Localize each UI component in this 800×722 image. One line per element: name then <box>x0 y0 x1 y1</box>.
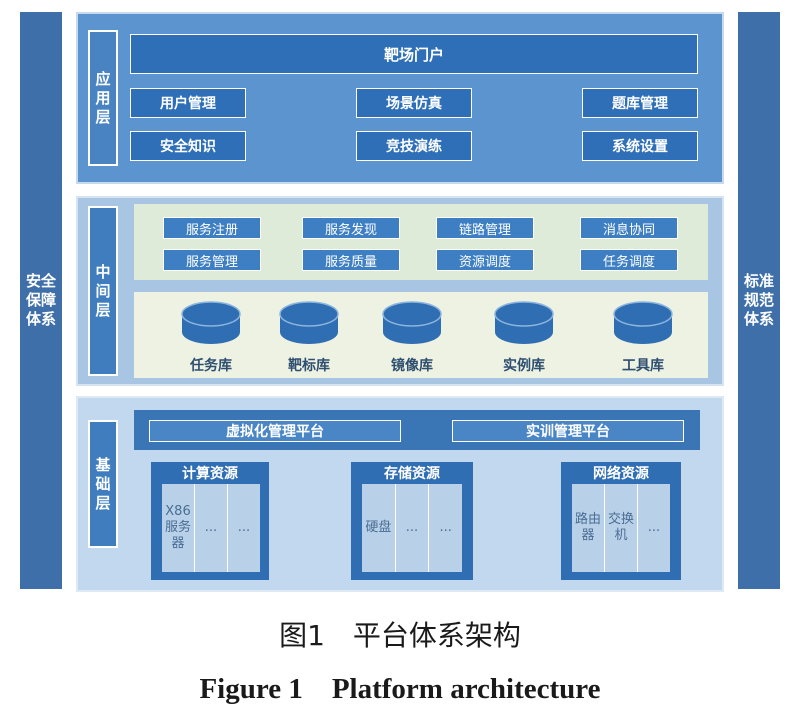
resource-title-text: 存储资源 <box>384 466 440 482</box>
app-module-text: 场景仿真 <box>386 96 442 112</box>
app-module-text: 安全知识 <box>160 139 216 155</box>
database-label-images: 镜像库 <box>372 355 452 375</box>
service-text: 资源调度 <box>458 254 511 270</box>
resource-cell: 路由器 <box>572 484 605 572</box>
middle-layer-label: 中间层 <box>88 206 118 376</box>
figure-caption-english-text: Figure 1 Platform architecture <box>199 673 601 705</box>
service-text: 消息协同 <box>602 222 655 238</box>
resource-cell-text: ... <box>204 520 218 535</box>
resource-cell-text: ... <box>439 520 452 535</box>
resource-scheduling: 资源调度 <box>436 249 534 271</box>
platform-text: 虚拟化管理平台 <box>226 424 324 440</box>
resource-cell: 交换机 <box>605 484 638 572</box>
middle-layer-label-text: 中间层 <box>95 262 111 319</box>
platform-text: 实训管理平台 <box>526 424 610 440</box>
app-module-user-management: 用户管理 <box>130 88 246 118</box>
database-label-text: 工具库 <box>622 358 664 374</box>
resource-cell: 硬盘 <box>362 484 396 572</box>
database-label-text: 靶标库 <box>288 358 330 374</box>
database-cylinder-targets <box>279 301 339 344</box>
app-module-security-knowledge: 安全知识 <box>130 131 246 161</box>
resource-cell: ... <box>638 484 670 572</box>
service-text: 服务发现 <box>324 222 377 238</box>
database-label-targets: 靶标库 <box>269 355 349 375</box>
resource-cell-text: 交换机 <box>607 512 634 543</box>
app-module-scene-simulation: 场景仿真 <box>356 88 472 118</box>
database-label-text: 镜像库 <box>391 358 433 374</box>
resource-title-text: 计算资源 <box>182 466 238 482</box>
message-collaboration: 消息协同 <box>580 217 678 239</box>
service-discovery: 服务发现 <box>302 217 400 239</box>
storage-resources-title: 存储资源 <box>351 463 473 483</box>
application-layer-label-text: 应用层 <box>95 69 111 126</box>
range-portal-text: 靶场门户 <box>383 45 444 64</box>
database-label-instances: 实例库 <box>484 355 564 375</box>
resource-cell: ... <box>395 484 430 572</box>
task-scheduling: 任务调度 <box>580 249 678 271</box>
application-layer-label: 应用层 <box>88 30 118 166</box>
database-label-tools: 工具库 <box>603 355 683 375</box>
base-layer-label-text: 基础层 <box>95 455 111 512</box>
resource-cell: ... <box>429 484 463 572</box>
resource-cell-text: ... <box>405 520 419 535</box>
resource-cell-text: ... <box>237 520 251 535</box>
resource-cell-text: ... <box>647 520 661 535</box>
database-cylinder-images <box>382 301 442 344</box>
service-text: 任务调度 <box>602 254 655 270</box>
service-management: 服务管理 <box>163 249 261 271</box>
app-module-question-bank: 题库管理 <box>582 88 698 118</box>
resource-cell: ... <box>228 484 260 572</box>
app-module-text: 竞技演练 <box>386 139 442 155</box>
resource-cell-text: X86服务器 <box>164 504 191 551</box>
database-cylinder-tools <box>613 301 673 344</box>
resource-cell-text: 路由器 <box>574 512 601 543</box>
standards-system-pillar: 标准规范体系 <box>738 12 780 589</box>
service-text: 服务质量 <box>324 254 377 270</box>
app-module-text: 用户管理 <box>160 96 216 112</box>
service-text: 链路管理 <box>458 222 511 238</box>
app-module-competition-drill: 竞技演练 <box>356 131 472 161</box>
virtualization-platform: 虚拟化管理平台 <box>149 420 401 442</box>
resource-cell: ... <box>195 484 228 572</box>
resource-cell: X86服务器 <box>162 484 195 572</box>
database-label-text: 实例库 <box>503 358 545 374</box>
app-module-text: 题库管理 <box>612 96 668 112</box>
database-label-tasks: 任务库 <box>171 355 251 375</box>
figure-caption-chinese-text: 图1 平台体系架构 <box>279 619 521 652</box>
resource-cell-text: 硬盘 <box>365 520 392 535</box>
standards-system-label: 标准规范体系 <box>743 272 774 328</box>
database-cylinder-instances <box>494 301 554 344</box>
base-layer-label: 基础层 <box>88 420 118 548</box>
databases-svg <box>181 301 673 344</box>
network-resources-title: 网络资源 <box>561 463 681 483</box>
figure-caption-chinese: 图1 平台体系架构 <box>0 614 800 654</box>
range-portal: 靶场门户 <box>130 34 698 74</box>
app-module-text: 系统设置 <box>612 139 668 155</box>
storage-resources-inner: 硬盘 ... ... <box>362 484 463 572</box>
compute-resources-title: 计算资源 <box>151 463 269 483</box>
security-system-label: 安全保障体系 <box>25 272 56 328</box>
service-text: 服务注册 <box>185 222 238 238</box>
service-quality: 服务质量 <box>302 249 400 271</box>
service-register: 服务注册 <box>163 217 261 239</box>
database-label-text: 任务库 <box>190 358 232 374</box>
database-cylinder-tasks <box>181 301 241 344</box>
compute-resources-inner: X86服务器 ... ... <box>162 484 260 572</box>
service-text: 服务管理 <box>185 254 238 270</box>
network-resources-inner: 路由器 交换机 ... <box>572 484 670 572</box>
resource-title-text: 网络资源 <box>593 466 649 482</box>
security-system-pillar: 安全保障体系 <box>20 12 62 589</box>
training-platform: 实训管理平台 <box>452 420 684 442</box>
app-module-system-settings: 系统设置 <box>582 131 698 161</box>
link-management: 链路管理 <box>436 217 534 239</box>
figure-caption-english: Figure 1 Platform architecture <box>0 664 800 708</box>
